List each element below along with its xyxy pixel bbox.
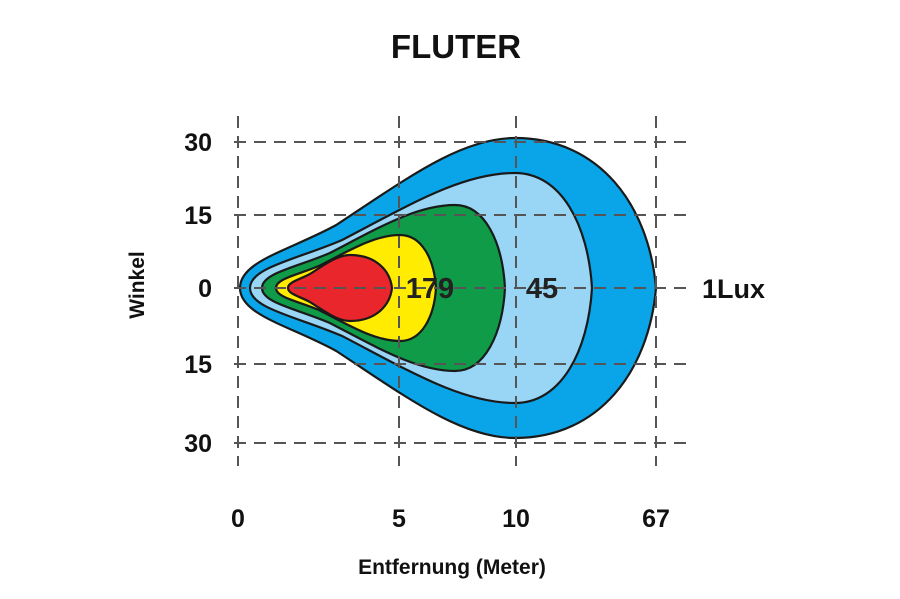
- x-tick-labels: 0 5 10 67: [231, 505, 670, 533]
- zone-label-3: 45: [526, 273, 558, 305]
- y-tick-label: 15: [184, 351, 212, 379]
- zone-label-1: 1Lux: [702, 274, 765, 304]
- x-axis-label: Entfernung (Meter): [358, 556, 546, 579]
- y-tick-label: 30: [184, 129, 212, 157]
- zone-label-4: 179: [406, 273, 454, 305]
- y-axis-label: Winkel: [126, 251, 149, 319]
- x-tick-label: 67: [642, 505, 670, 533]
- y-tick-labels: 30 15 0 15 30: [184, 129, 212, 458]
- x-tick-label: 10: [502, 505, 530, 533]
- zone-labels: 1Lux 45 179: [406, 273, 765, 305]
- y-tick-label: 0: [198, 275, 212, 303]
- y-tick-label: 15: [184, 202, 212, 230]
- grid-lines: [234, 116, 690, 466]
- x-tick-label: 0: [231, 505, 245, 533]
- y-tick-label: 30: [184, 430, 212, 458]
- chart-title: FLUTER: [391, 28, 521, 65]
- x-tick-label: 5: [392, 505, 406, 533]
